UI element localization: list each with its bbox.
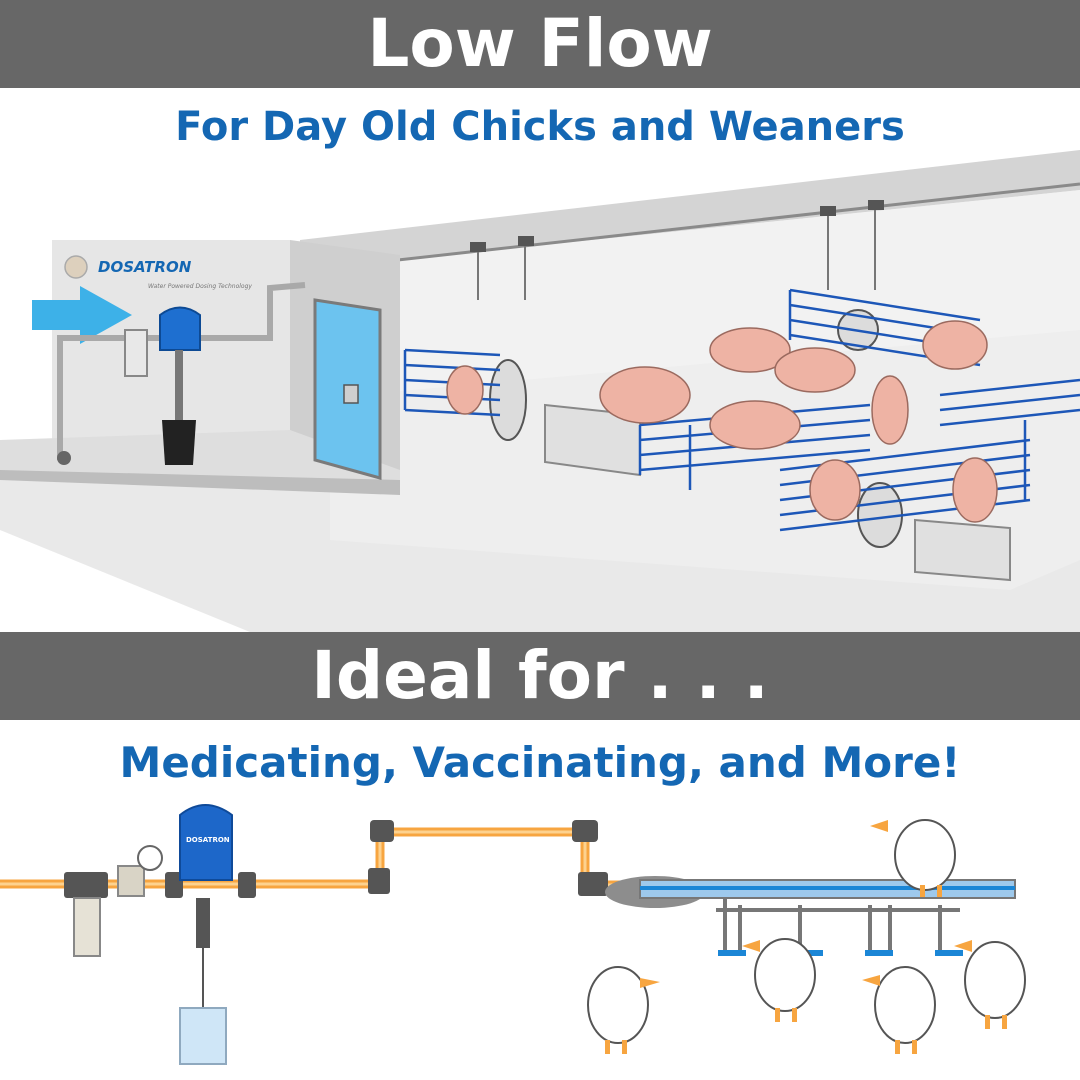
chick-icon <box>894 819 956 891</box>
pig-icon <box>599 366 691 424</box>
filter-icon <box>124 329 148 377</box>
page-title: Low Flow <box>367 5 713 82</box>
feeder <box>914 518 1011 582</box>
page-subtitle: For Day Old Chicks and Weaners <box>175 104 905 150</box>
pig-icon <box>774 347 856 393</box>
arrow-right-icon <box>32 286 132 344</box>
back-wall-face <box>300 190 1080 400</box>
chick-icon <box>754 938 816 1012</box>
back-wall <box>300 150 1080 270</box>
brand-tagline: Water Powered Dosing Technology <box>148 283 252 290</box>
section-subtitle: Medicating, Vaccinating, and More! <box>119 738 961 787</box>
chick-icon <box>587 966 649 1044</box>
dosatron-unit-icon <box>159 306 201 351</box>
pig-icon <box>952 457 998 523</box>
dosatron-unit-icon <box>179 804 233 881</box>
header-banner: Low Flow <box>0 0 1080 88</box>
unit-label: DOSATRON <box>186 836 230 844</box>
section-title: Ideal for . . . <box>311 637 769 714</box>
medicine-container <box>179 1007 227 1065</box>
poultry-line-illustration: DOSATRON <box>0 804 1026 1065</box>
pig-icon <box>709 327 791 373</box>
chick-icon <box>964 941 1026 1019</box>
pig-icon <box>871 375 909 445</box>
barn-illustration: DOSATRON Water Powered Dosing Technology <box>0 150 1080 632</box>
chick-icon <box>874 966 936 1044</box>
supply-pipe <box>57 282 306 460</box>
brand-logo: DOSATRON <box>98 258 192 276</box>
bucket-icon <box>162 420 196 465</box>
pig-icon <box>922 320 988 370</box>
pressure-gauge-icon <box>137 845 163 871</box>
drinker-nipples <box>716 898 960 955</box>
pressure-regulator <box>117 865 145 897</box>
pig-icon <box>709 400 801 450</box>
pig-icon <box>809 459 861 521</box>
logo-emblem <box>64 255 88 279</box>
door-handle <box>343 384 359 404</box>
filter-icon <box>73 897 101 957</box>
section-banner: Ideal for . . . <box>0 632 1080 720</box>
pig-icon <box>446 365 484 415</box>
